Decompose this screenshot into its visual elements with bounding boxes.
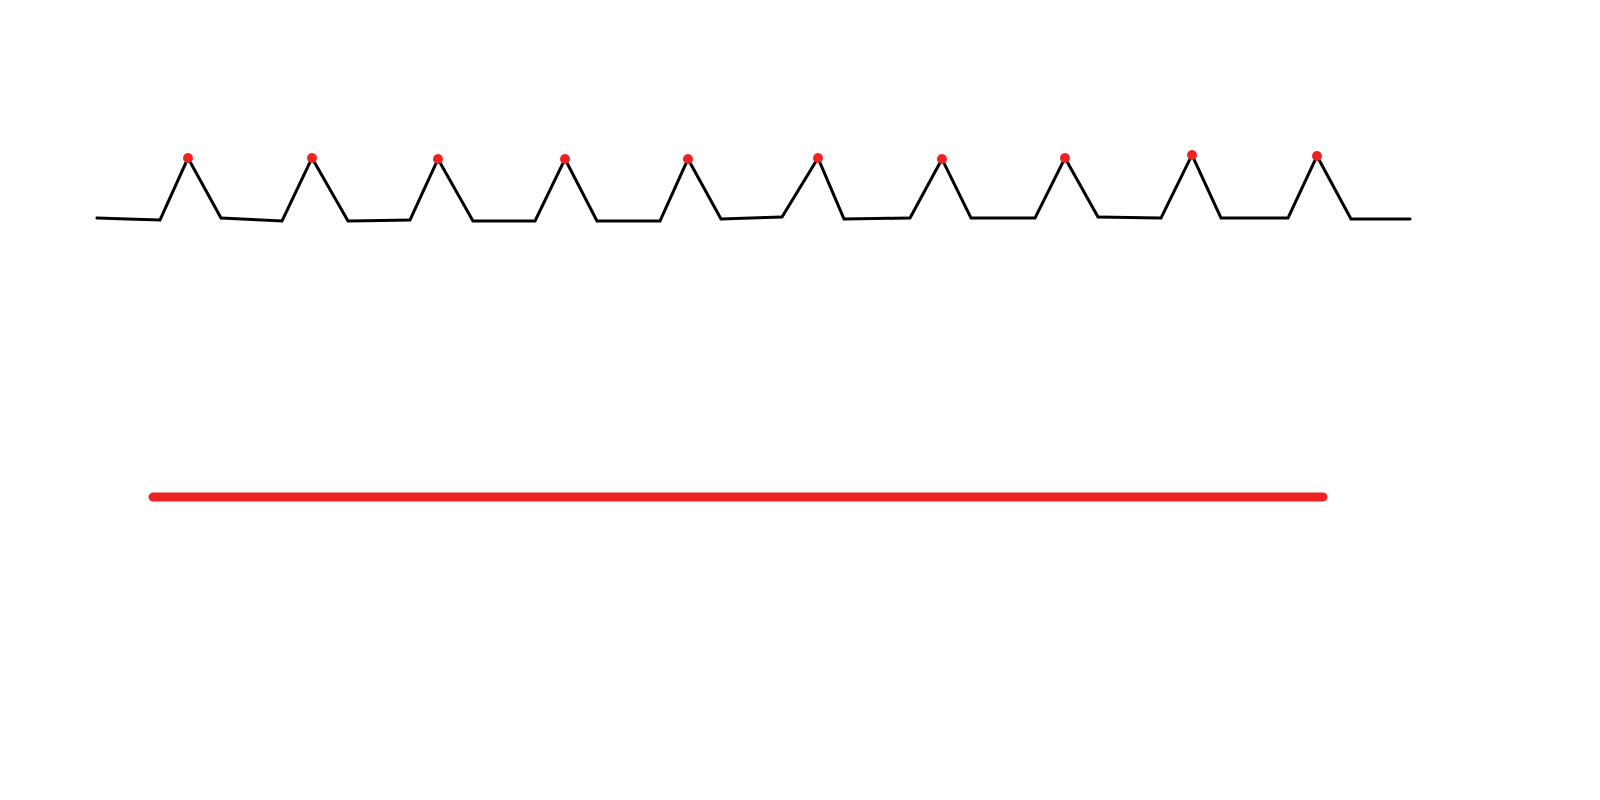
peak-marker-dot <box>307 153 317 163</box>
peak-marker-dot <box>1187 150 1197 160</box>
peak-marker-dot <box>937 154 947 164</box>
peak-marker-dot <box>1312 151 1322 161</box>
peak-marker-dot <box>1060 153 1070 163</box>
peak-markers <box>183 150 1322 164</box>
peak-marker-dot <box>683 154 693 164</box>
zigzag-line <box>95 151 1412 223</box>
peak-marker-dot <box>433 154 443 164</box>
peak-marker-dot <box>183 153 193 163</box>
peak-marker-dot <box>560 154 570 164</box>
peak-marker-dot <box>813 153 823 163</box>
